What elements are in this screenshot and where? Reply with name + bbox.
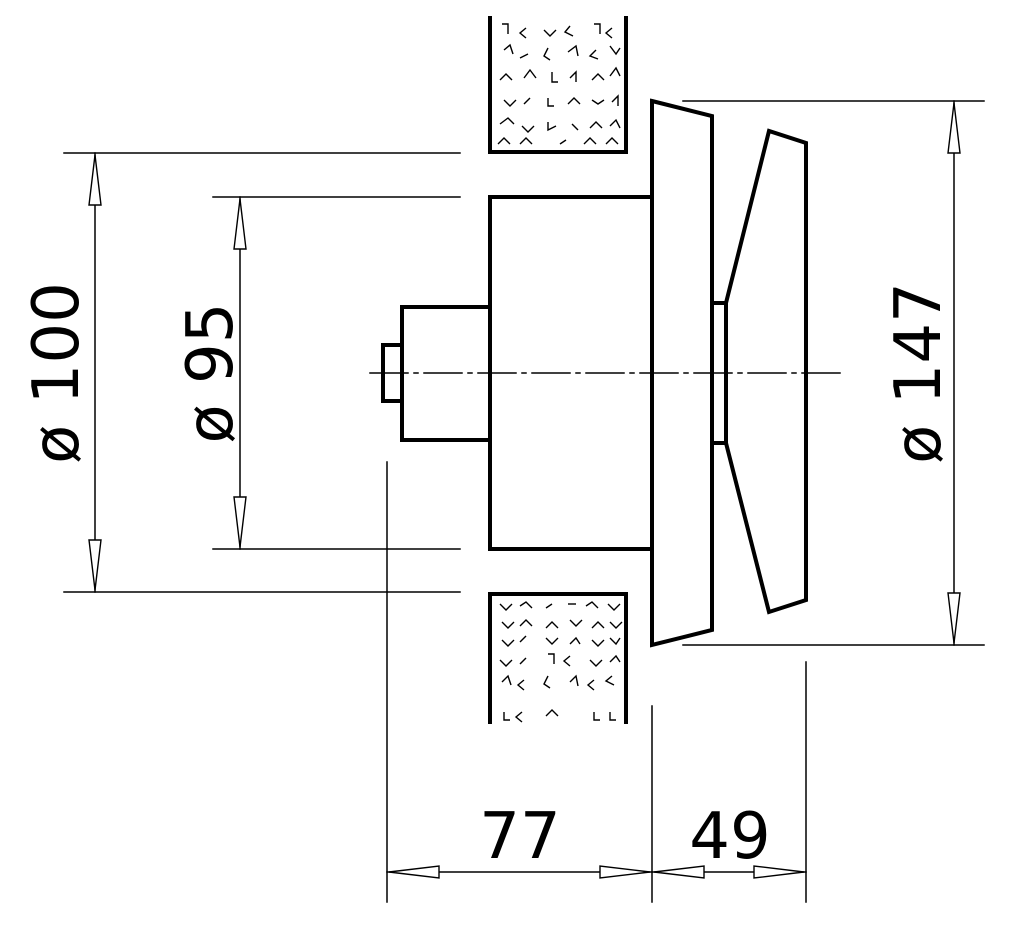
dimension-dia-147: ø 147 [682, 100, 985, 646]
arrowhead-left [388, 865, 440, 879]
arrowhead-up [233, 198, 247, 250]
dimension-dia-95: ø 95 [174, 196, 461, 550]
arrowhead-down [947, 592, 961, 644]
arrowhead-up [88, 154, 102, 206]
dimension-label-dia-100: ø 100 [20, 282, 94, 464]
arrowhead-right [599, 865, 651, 879]
dimension-dia-100: ø 100 [20, 152, 461, 593]
upper-section-block [488, 16, 628, 154]
dimension-length-77: 77 [386, 461, 653, 903]
dimension-length-49: 49 [651, 661, 807, 903]
arrowhead-left [653, 865, 705, 879]
arrowhead-down [233, 496, 247, 548]
lower-section-block [488, 592, 628, 724]
arrowhead-right [753, 865, 805, 879]
dimension-label-length-49: 49 [689, 800, 770, 874]
arrowhead-down [88, 539, 102, 591]
cone-flange [724, 128, 808, 615]
dimension-label-dia-95: ø 95 [174, 303, 248, 444]
arrowhead-up [947, 102, 961, 154]
dimension-label-dia-147: ø 147 [882, 282, 956, 464]
lower-hatch-pattern [499, 601, 623, 723]
dimension-label-length-77: 77 [479, 800, 560, 874]
grinding-wheel [650, 98, 714, 648]
upper-hatch-pattern [497, 23, 621, 145]
